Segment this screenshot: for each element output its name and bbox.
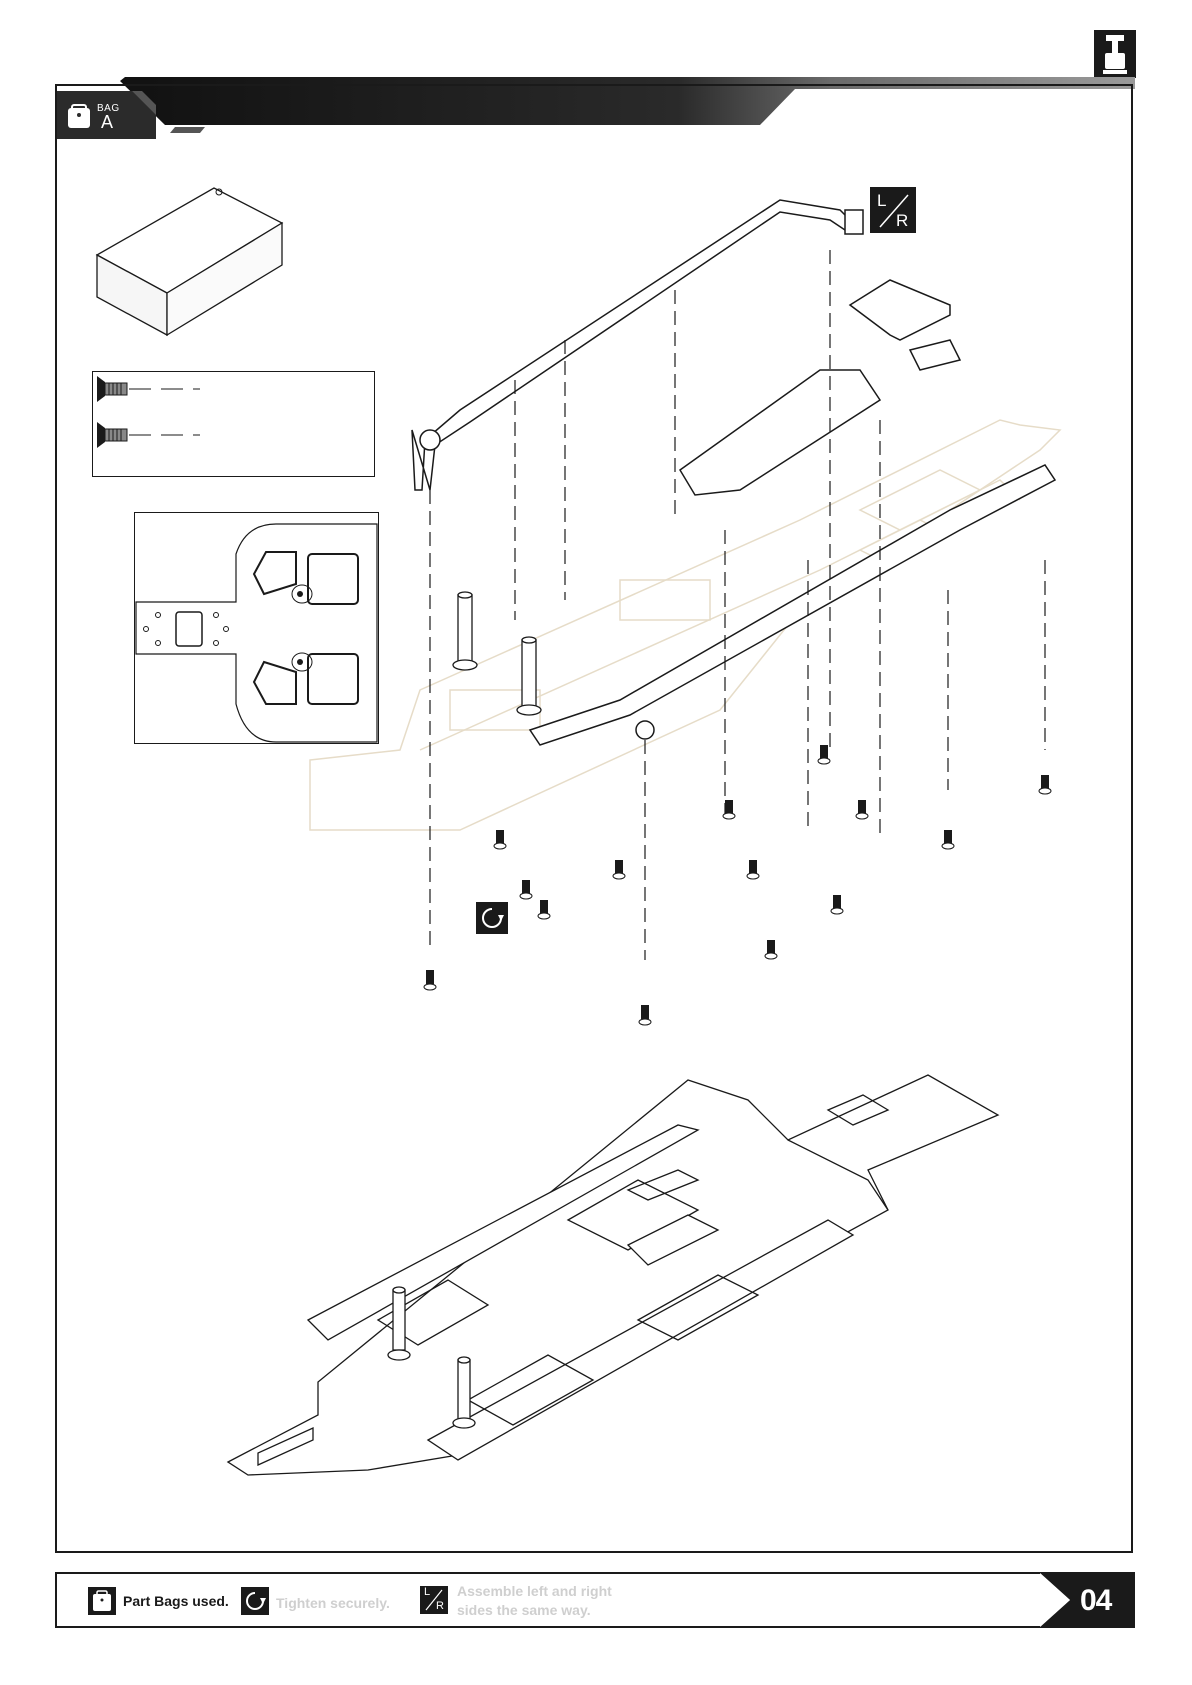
bag-legend-icon [88,1587,116,1615]
legend-lr-left: L [424,1586,430,1598]
countersunk-screws [95,374,215,454]
assembled-chassis-diagram [228,1070,998,1480]
assemble-line2: sides the same way. [457,1602,591,1618]
chassis-logo-icon [1094,30,1136,78]
page-number: 04 [1080,1584,1111,1618]
tighten-legend-icon [241,1587,269,1615]
battery-part [92,183,292,333]
left-right-legend-icon: L R [420,1586,448,1614]
exploded-chassis-diagram [300,190,1100,1030]
legend-lr-right: R [436,1600,444,1612]
tighten-label: Tighten securely. [276,1595,390,1611]
assemble-line1: Assemble left and right [457,1583,612,1599]
part-bags-label: Part Bags used. [123,1593,229,1609]
